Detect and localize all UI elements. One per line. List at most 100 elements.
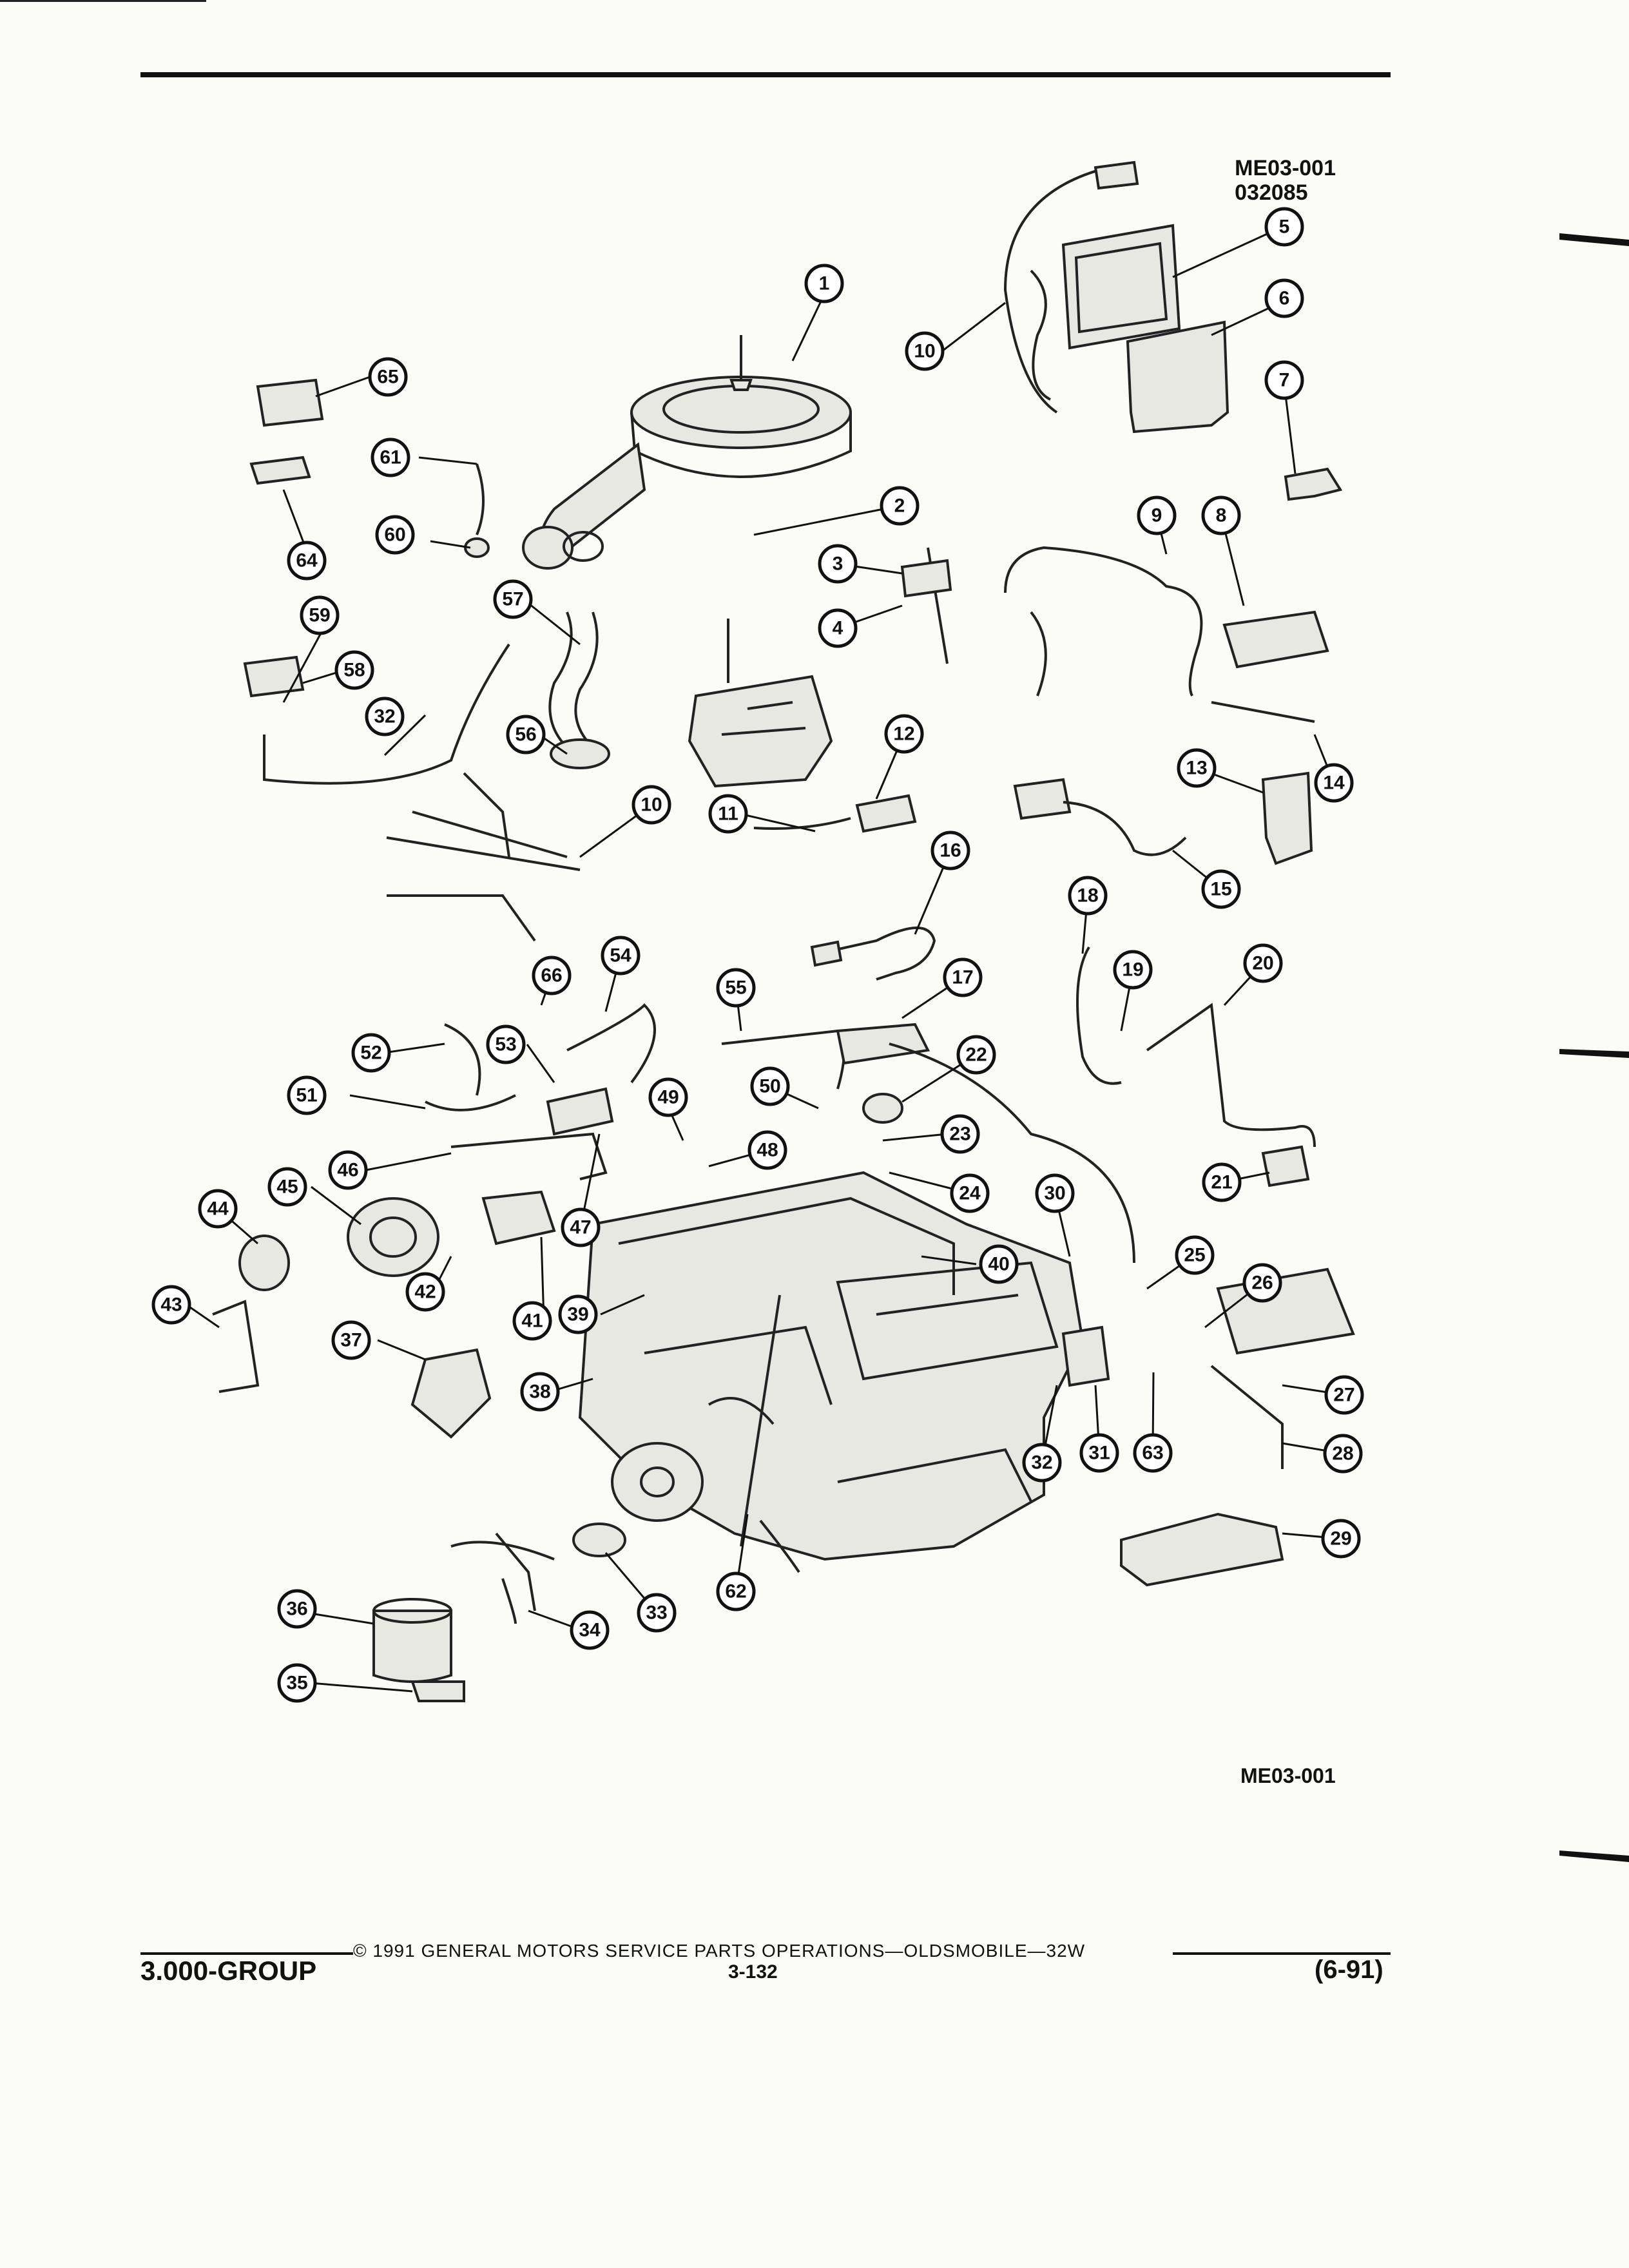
pulley: [238, 1235, 290, 1291]
figure-header: ME03-001 032085: [1235, 156, 1336, 205]
header-rule: [140, 72, 1391, 77]
svg-text:40: 40: [988, 1254, 1009, 1275]
engine-harness-10: [386, 811, 581, 942]
wiring-harness-relay: [1004, 546, 1203, 697]
svg-text:54: 54: [610, 945, 631, 966]
svg-text:1: 1: [819, 273, 830, 294]
svg-text:55: 55: [725, 977, 746, 999]
callout-62: 62: [716, 1571, 756, 1611]
ecm-module: [1061, 224, 1181, 350]
canister-bracket: [410, 1680, 465, 1702]
svg-text:39: 39: [567, 1304, 588, 1325]
vacuum-hose-32: [263, 643, 510, 785]
wiring-harness-ecm: [1003, 166, 1109, 414]
svg-text:35: 35: [286, 1673, 307, 1694]
callout-3: 3: [818, 544, 858, 584]
relay-bracket: [1211, 701, 1315, 723]
air-cleaner-assembly: [522, 335, 852, 570]
oxygen-sensor: [818, 927, 936, 981]
sensor-59: [243, 655, 305, 698]
svg-text:64: 64: [296, 550, 318, 572]
svg-text:32: 32: [1031, 1452, 1052, 1474]
throttle-position-sensor: [855, 794, 917, 833]
callout-7: 7: [1264, 360, 1304, 400]
filter-21: [1261, 1145, 1310, 1187]
callout-10: 10: [905, 331, 945, 371]
footer-page-number: 3-132: [728, 1961, 778, 1983]
svg-text:66: 66: [541, 965, 562, 986]
svg-text:48: 48: [757, 1140, 778, 1161]
svg-text:57: 57: [502, 589, 523, 610]
callout-54: 54: [601, 936, 641, 975]
figure-id-top: ME03-001: [1235, 156, 1336, 180]
svg-text:11: 11: [718, 803, 738, 825]
svg-text:49: 49: [657, 1087, 679, 1108]
svg-text:25: 25: [1184, 1245, 1205, 1266]
egr-adapter-17: [836, 1023, 930, 1065]
bracket-43: [212, 1300, 260, 1393]
callout-16: 16: [930, 831, 970, 870]
fuel-line-54: [566, 1003, 656, 1084]
footer-copyright: © 1991 GENERAL MOTORS SERVICE PARTS OPER…: [353, 1941, 1086, 1961]
callout-32: 32: [1022, 1443, 1062, 1483]
svg-text:30: 30: [1044, 1183, 1065, 1204]
callout-35: 35: [277, 1663, 317, 1703]
svg-text:41: 41: [521, 1311, 543, 1332]
svg-text:29: 29: [1330, 1528, 1351, 1550]
callout-65: 65: [368, 357, 408, 397]
callout-31: 31: [1079, 1433, 1119, 1473]
svg-text:47: 47: [570, 1217, 591, 1238]
svg-text:45: 45: [276, 1177, 298, 1198]
callout-11: 11: [708, 794, 748, 834]
svg-text:50: 50: [759, 1076, 780, 1097]
footer-date: (6-91): [1315, 1956, 1383, 1984]
callout-14: 14: [1314, 763, 1354, 803]
svg-text:13: 13: [1186, 758, 1207, 779]
callout-25: 25: [1175, 1235, 1215, 1275]
svg-text:56: 56: [515, 724, 536, 745]
callout-23: 23: [940, 1114, 980, 1154]
svg-text:59: 59: [309, 605, 330, 626]
callout-42: 42: [405, 1272, 445, 1312]
line-46: [450, 1132, 608, 1180]
callout-4: 4: [818, 608, 858, 648]
hose-34: [495, 1532, 536, 1611]
svg-text:10: 10: [641, 794, 662, 816]
svg-text:2: 2: [894, 495, 905, 517]
callout-24: 24: [950, 1173, 990, 1213]
svg-text:17: 17: [952, 967, 973, 988]
callout-32-upper-hose: 32: [365, 697, 405, 736]
svg-text:7: 7: [1279, 370, 1290, 391]
callout-45: 45: [267, 1167, 307, 1207]
edge-mark: [1559, 1850, 1629, 1862]
svg-text:53: 53: [495, 1034, 516, 1055]
callout-52: 52: [351, 1033, 391, 1073]
callout-58: 58: [334, 650, 374, 690]
svg-text:15: 15: [1210, 879, 1231, 900]
callout-27: 27: [1324, 1375, 1364, 1415]
callout-18: 18: [1068, 876, 1108, 916]
sensor-bracket: [1261, 771, 1313, 865]
fuel-pump-41: [481, 1190, 556, 1245]
svg-text:24: 24: [959, 1183, 981, 1204]
svg-text:65: 65: [377, 367, 398, 388]
svg-text:36: 36: [286, 1599, 307, 1620]
callout-17: 17: [943, 957, 983, 997]
callout-12: 12: [884, 714, 924, 754]
relay-module: [1222, 610, 1329, 669]
callout-60: 60: [375, 515, 415, 555]
exhaust-manifold-29: [1120, 1512, 1284, 1587]
callout-48: 48: [747, 1130, 787, 1170]
rod-28: [1210, 1365, 1284, 1469]
svg-text:31: 31: [1088, 1443, 1110, 1464]
callout-53: 53: [486, 1024, 526, 1064]
svg-text:21: 21: [1211, 1172, 1232, 1193]
callout-43: 43: [151, 1285, 191, 1325]
callout-group: 1 2 3 4 5 6 7 8 9 10 11 12 13 14 15 16 1…: [151, 207, 1364, 1703]
callout-30: 30: [1035, 1173, 1075, 1213]
hose-51: [425, 1094, 516, 1111]
svg-text:44: 44: [207, 1198, 229, 1220]
callout-5: 5: [1264, 207, 1304, 247]
callout-59: 59: [300, 595, 340, 635]
